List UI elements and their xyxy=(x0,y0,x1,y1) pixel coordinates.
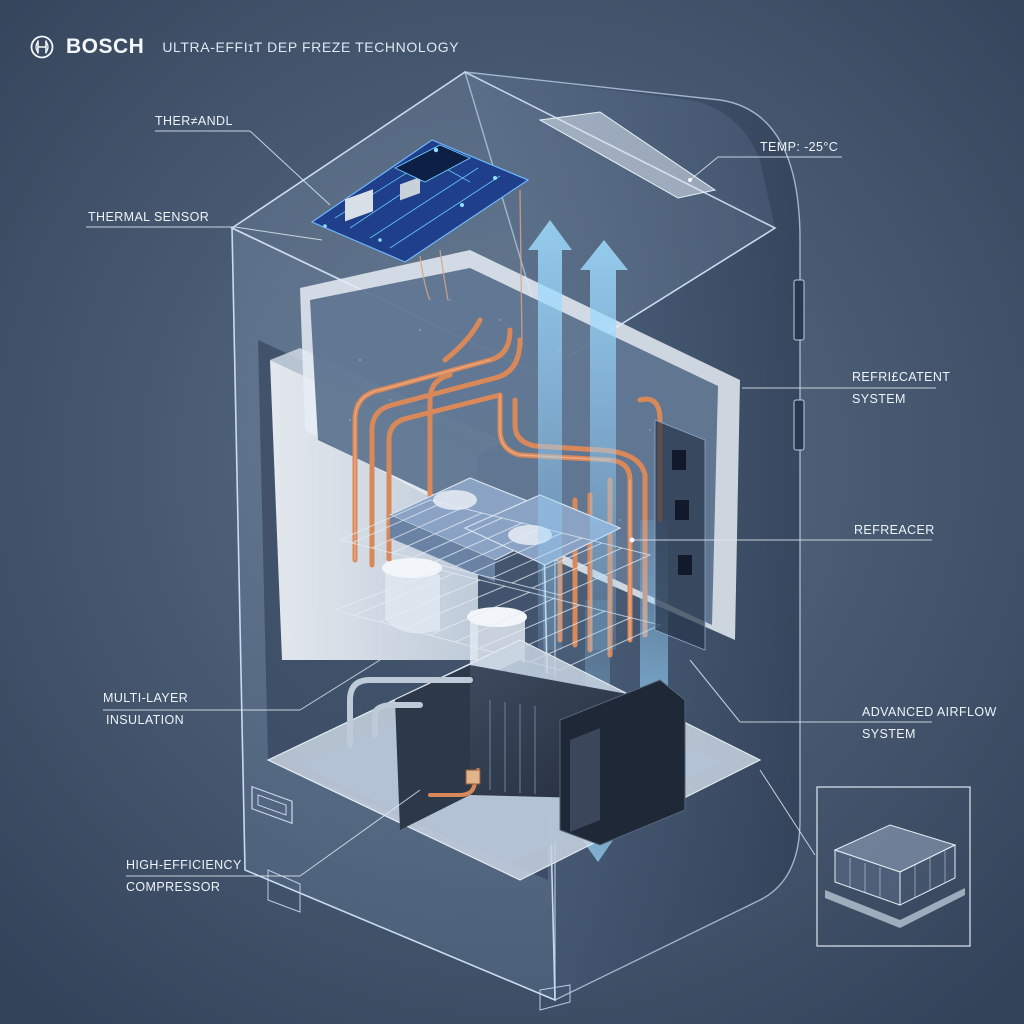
callout-leaders xyxy=(86,130,936,877)
brand-header: BOSCH ULTRA-EFFIɪT DEP FREZE TECHNOLOGY xyxy=(30,33,459,61)
brand-name: BOSCH xyxy=(66,35,145,58)
callout-advanced-airflow: ADVANCED AIRFLOW SYSTEM xyxy=(862,705,997,741)
callout-refreacer: REFREACER xyxy=(854,523,935,537)
callout-thermal-sensor: THERMAL SENSOR xyxy=(88,210,210,224)
side-electronics xyxy=(654,419,706,651)
pcb-chip xyxy=(345,189,373,222)
callout-refrigerant-system: REFRI£CATENT SYSTEM xyxy=(852,370,951,406)
control-strip xyxy=(538,111,717,199)
side-handle-upper xyxy=(793,279,805,341)
callout-multi-layer-insulation: MULTI-LAYER INSULATION xyxy=(103,691,189,727)
callout-temp: TEMP: -25°C xyxy=(760,140,839,154)
bosch-armature-icon xyxy=(30,35,54,59)
inset-detail-box xyxy=(816,786,971,947)
side-handle-lower xyxy=(793,399,805,451)
callout-thermal-band: THER≠ANDL xyxy=(155,114,233,128)
callout-high-efficiency-compressor: HIGH-EFFICIENCY COMPRESSOR xyxy=(126,858,242,894)
brand-tagline: ULTRA-EFFIɪT DEP FREZE TECHNOLOGY xyxy=(162,39,460,55)
